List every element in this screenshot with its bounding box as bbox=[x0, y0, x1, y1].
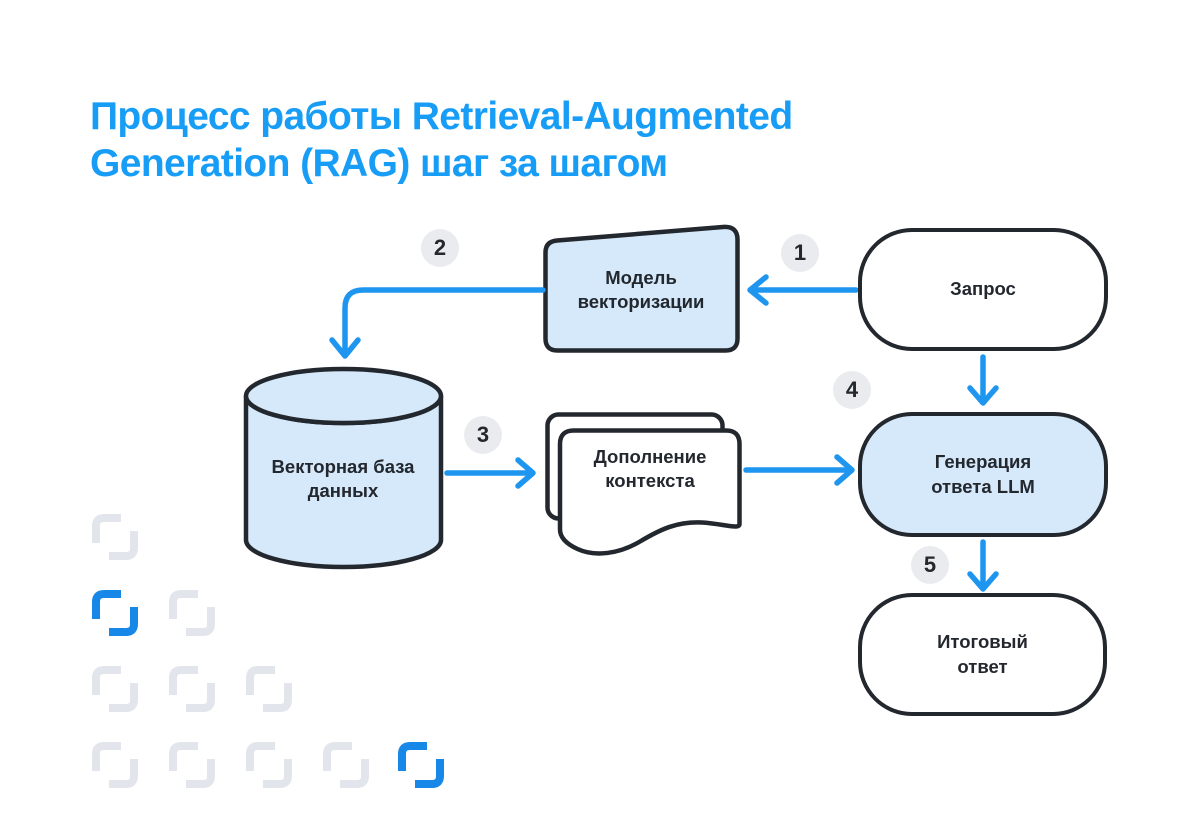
node-vectorizer-label: Модель векторизации bbox=[577, 267, 705, 313]
node-query: Запрос bbox=[858, 228, 1108, 351]
bracket-icon bbox=[92, 742, 138, 788]
page-title: Процесс работы Retrieval-Augmented Gener… bbox=[90, 95, 793, 185]
arrow-query-to-vectorizer bbox=[747, 274, 859, 306]
bracket-icon bbox=[246, 666, 292, 712]
step-badge-3: 3 bbox=[464, 416, 502, 454]
bracket-icon bbox=[169, 666, 215, 712]
node-vector-db-label: Векторная база данных bbox=[271, 456, 415, 502]
step-badge-1: 1 bbox=[781, 234, 819, 272]
bracket-icon bbox=[92, 514, 138, 560]
node-generation: Генерация ответа LLM bbox=[858, 412, 1108, 537]
bracket-icon-blue bbox=[92, 590, 138, 636]
context-docs-shape bbox=[545, 412, 742, 556]
bracket-icon bbox=[323, 742, 369, 788]
node-query-label: Запрос bbox=[950, 278, 1016, 300]
context-doc-front bbox=[557, 428, 742, 556]
node-context-label: Дополнение контекста bbox=[593, 446, 707, 492]
bracket-pattern bbox=[92, 514, 444, 788]
bracket-icon bbox=[246, 742, 292, 788]
step-badge-4: 4 bbox=[833, 371, 871, 409]
node-answer-label: Итоговый ответ bbox=[937, 631, 1028, 677]
bracket-icon-blue bbox=[398, 742, 444, 788]
node-answer: Итоговый ответ bbox=[858, 593, 1107, 716]
bracket-icon bbox=[169, 590, 215, 636]
node-generation-label: Генерация ответа LLM bbox=[931, 451, 1035, 497]
vectorizer-shape bbox=[543, 224, 740, 353]
arrow-query-to-generation bbox=[967, 354, 999, 406]
vector-db-shape bbox=[243, 366, 444, 570]
step-badge-5: 5 bbox=[911, 546, 949, 584]
bracket-icon bbox=[169, 742, 215, 788]
arrow-vectorizer-to-db bbox=[329, 287, 546, 359]
bracket-icon bbox=[92, 666, 138, 712]
arrow-context-to-generation bbox=[743, 454, 855, 486]
step-badge-2: 2 bbox=[421, 229, 459, 267]
arrow-db-to-context bbox=[444, 457, 536, 489]
arrow-generation-to-answer bbox=[967, 539, 999, 592]
